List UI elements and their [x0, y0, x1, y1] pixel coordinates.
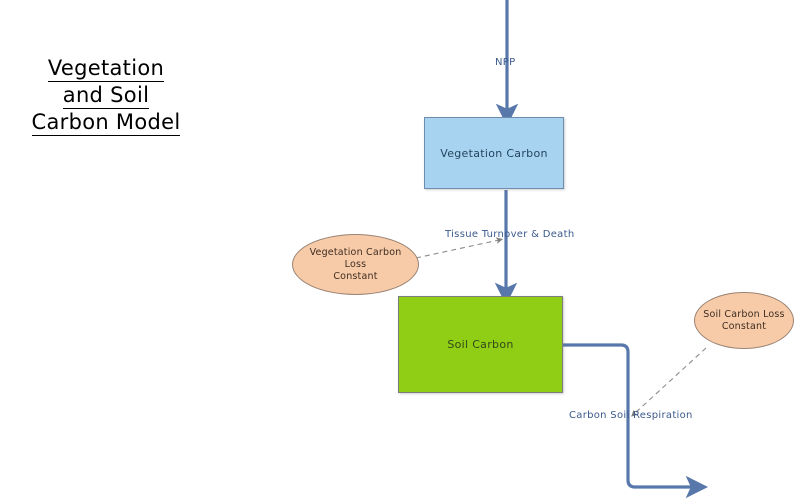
flow-label-carbon-soil-respiration: Carbon Soil Respiration: [569, 410, 693, 421]
parameter-vegetation-carbon-loss-constant[interactable]: Vegetation Carbon Loss Constant: [292, 234, 419, 295]
stock-vegetation-carbon-label: Vegetation Carbon: [440, 146, 548, 160]
page-title-line-2: and Soil: [62, 83, 150, 109]
parameter-vegetation-carbon-loss-constant-label: Vegetation Carbon Loss Constant: [309, 246, 402, 282]
page-title-line-3: Carbon Model: [31, 110, 181, 136]
stock-soil-carbon[interactable]: Soil Carbon: [398, 296, 563, 393]
parameter-soil-carbon-loss-constant-label: Soil Carbon Loss Constant: [703, 308, 785, 332]
stock-vegetation-carbon[interactable]: Vegetation Carbon: [424, 117, 564, 189]
dashed-link-vegetation-loss-constant: [415, 237, 503, 259]
flow-label-npp: NPP: [495, 57, 516, 68]
parameter-soil-carbon-loss-constant[interactable]: Soil Carbon Loss Constant: [694, 292, 794, 349]
page-title-line-1: Vegetation: [47, 56, 165, 82]
page-title: Vegetation and Soil Carbon Model: [6, 55, 206, 136]
dashed-link-soil-loss-constant: [631, 347, 707, 417]
flow-label-tissue-turnover-death: Tissue Turnover & Death: [445, 229, 575, 240]
stock-soil-carbon-label: Soil Carbon: [447, 338, 514, 351]
